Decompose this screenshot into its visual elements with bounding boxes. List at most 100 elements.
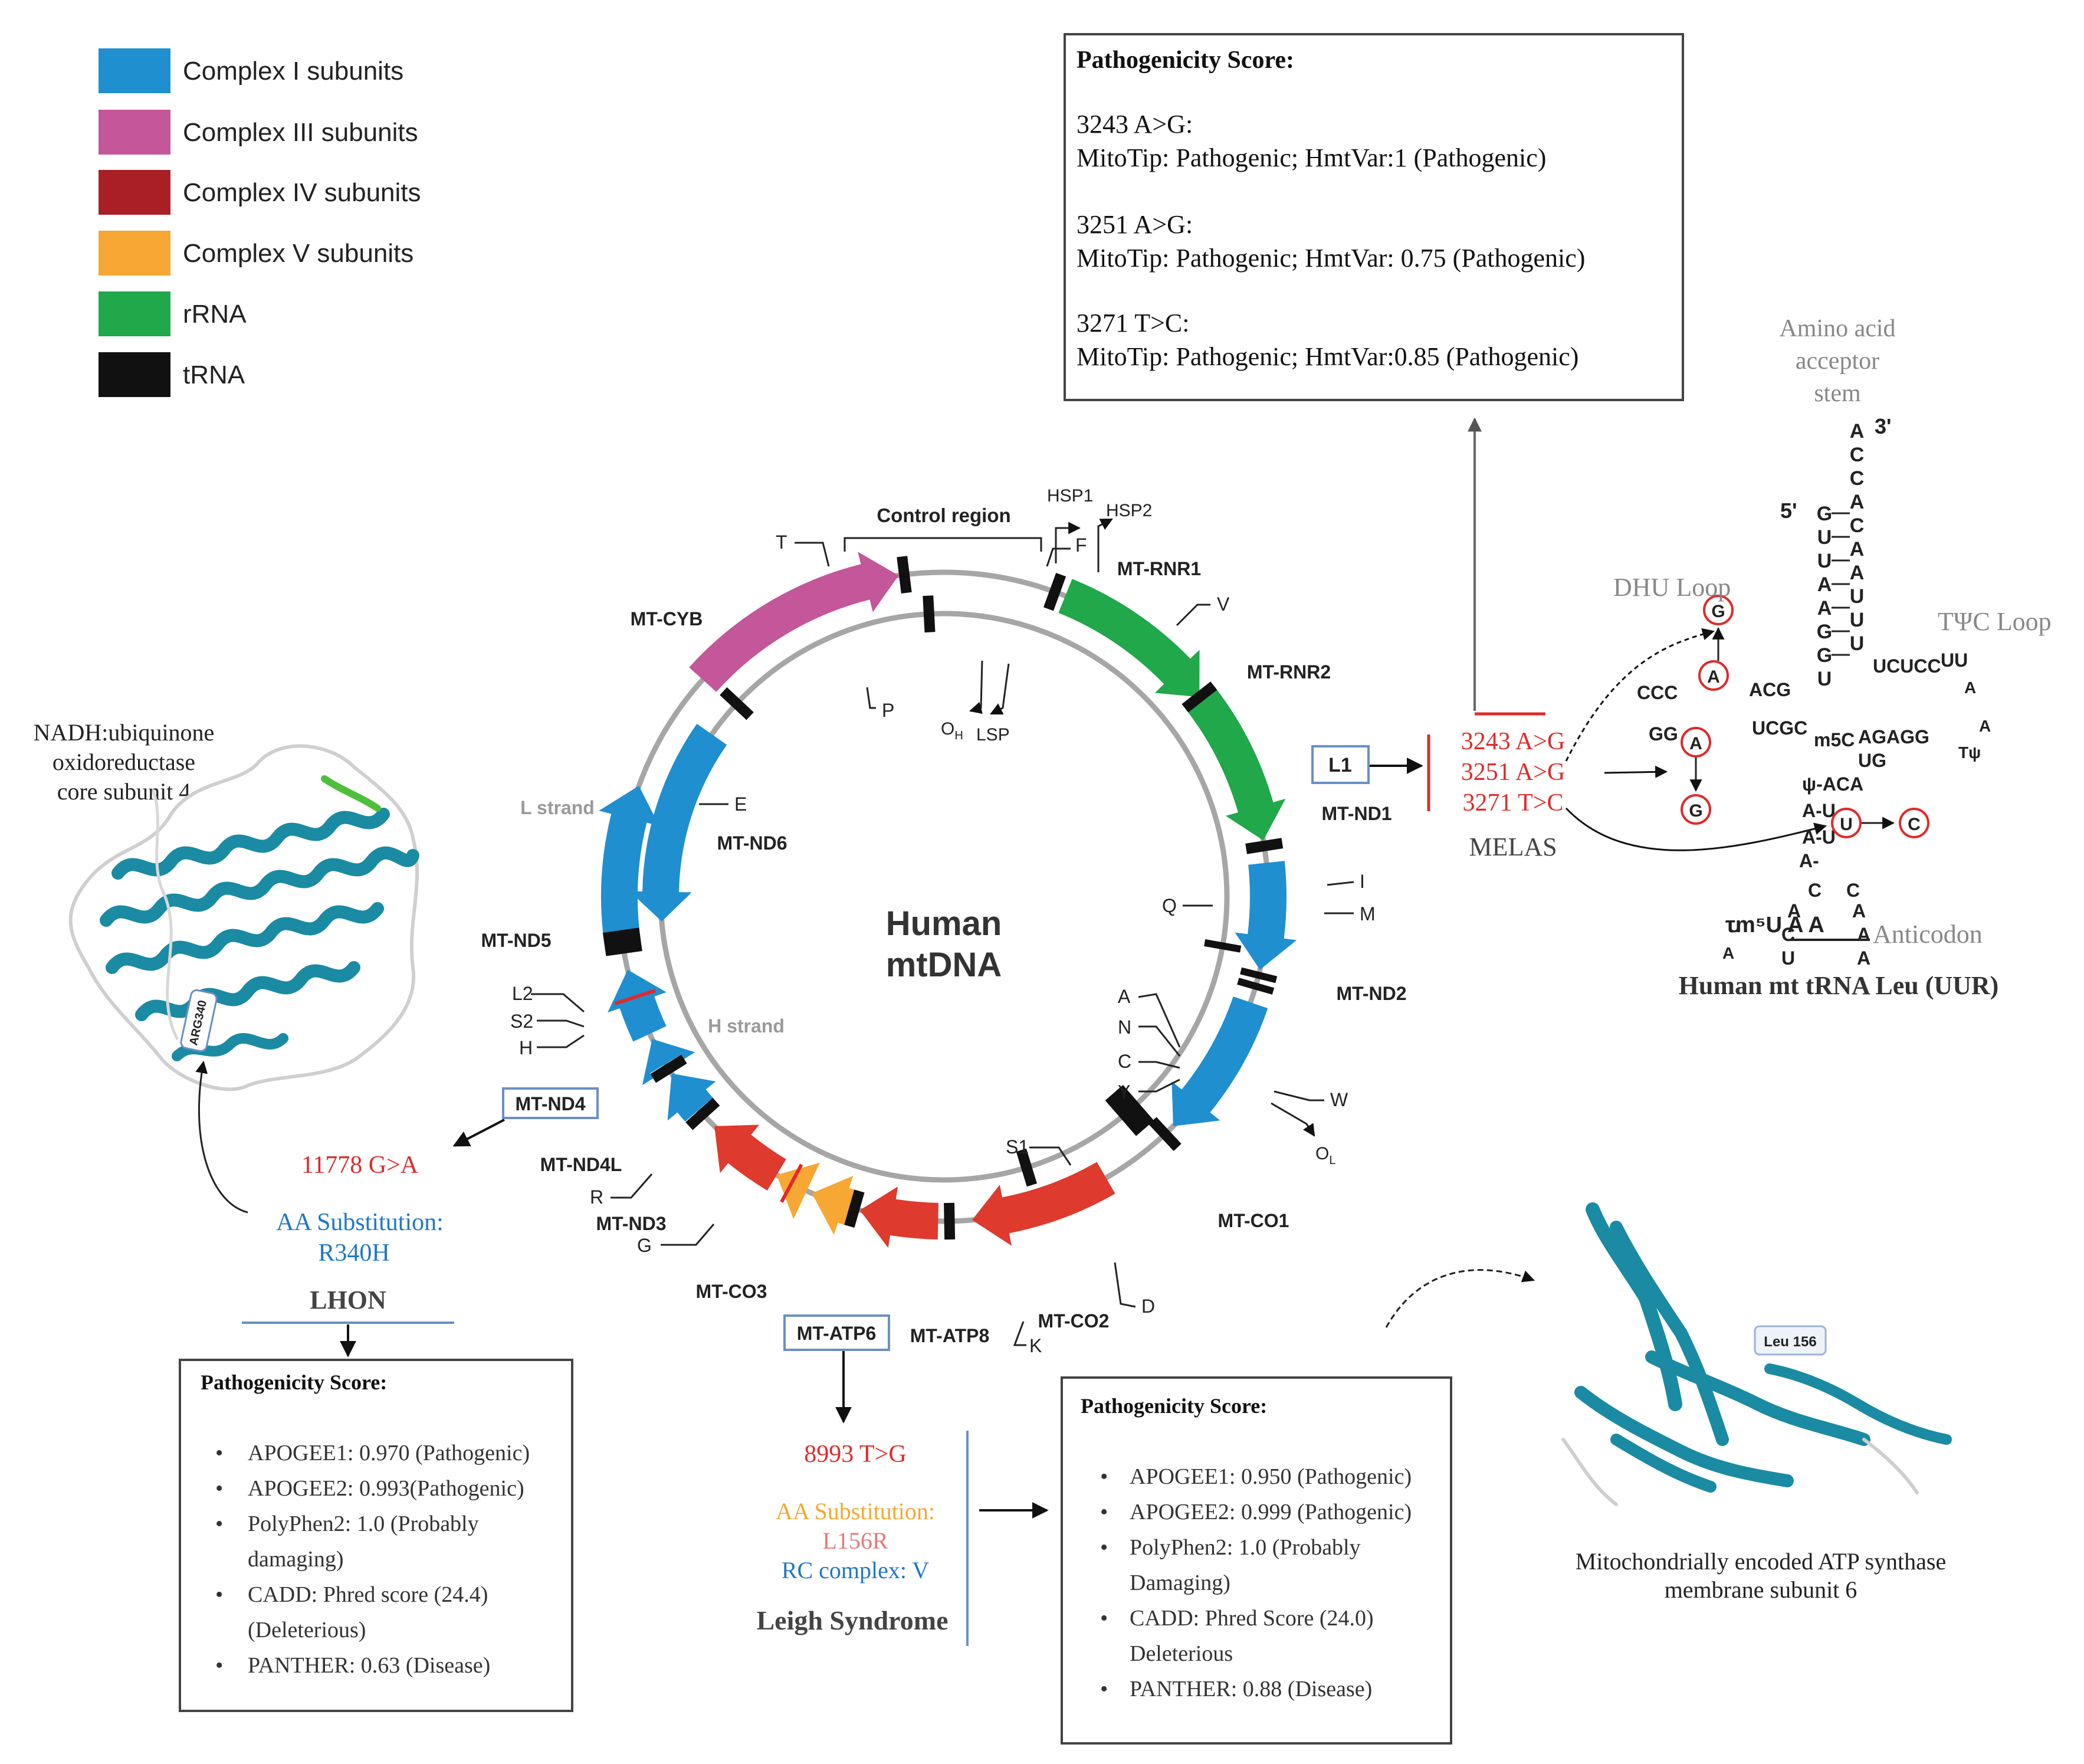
atp6-protein-name: Mitochondrially encoded ATP synthase [1576,1548,1946,1575]
l1-highlight-box [1311,745,1370,784]
legend-swatch [99,231,170,276]
gene-label-rnr2: MT-RNR2 [1247,661,1331,683]
svg-text:•: • [1100,1606,1108,1631]
mutation-to-u-arrow [1565,807,1827,851]
gene-label-co3: MT-CO3 [696,1281,767,1302]
five-prime-label: 5' [1780,499,1797,523]
leu156-tag [1754,1325,1827,1356]
trna-tick-d [944,1202,956,1240]
svg-text:U: U [1728,917,1740,936]
mutation-to-structure-arrow [195,1060,248,1214]
svg-text:UCGC: UCGC [1752,717,1807,739]
svg-text:•: • [1100,1677,1108,1701]
map-title: Human [886,904,1002,943]
trna-base: U [1817,550,1832,572]
gene-arc-co2 [859,1186,938,1248]
svg-text:A: A [1852,900,1866,922]
gene-label-atp6: MT-ATP6 [797,1323,877,1344]
trna-tick-r [650,1054,687,1083]
hsp1-label: HSP1 [1047,486,1093,506]
hsp2-arrow [1097,518,1113,572]
gene-label-co2: MT-CO2 [1038,1310,1110,1332]
trna-label-m: M [1360,903,1376,924]
trna-base: U [1850,609,1865,631]
trna-tick-s1 [1016,1148,1038,1187]
svg-text:•: • [215,1653,223,1678]
trna-tick-l1 [1245,838,1284,854]
trna-tick-m [1237,978,1275,995]
trna-label-v: V [1217,594,1230,615]
legend-swatch [99,170,170,215]
legend-label: rRNA [183,300,247,329]
lhon-score-line: APOGEE2: 0.993(Pathogenic) [248,1476,524,1501]
trna-tick-f [1043,572,1066,611]
oh-label: OH [941,719,963,742]
svg-text:•: • [1100,1535,1108,1560]
trna-base: U [1850,632,1865,655]
gene-label-atp8: MT-ATP8 [910,1325,990,1346]
legend-swatch [99,352,170,397]
trna-tick-h-s2-l2 [602,927,642,956]
svg-text:•: • [215,1441,223,1465]
mutant-base: G [1711,602,1725,621]
hsp1-arrow [1055,522,1081,563]
trna-base: G [1817,644,1832,667]
mtdna-map: Human mtDNA L strand H strand Control re… [481,486,1406,1356]
leigh-score-line: PolyPhen2: 1.0 (Probably [1130,1535,1361,1560]
trna-tick-t [897,556,912,594]
svg-text:A: A [1787,900,1801,922]
control-region-bracket [844,537,1042,552]
svg-text:UCUCC: UCUCC [1873,655,1941,677]
trna-label-l2: L2 [512,983,533,1004]
trna-tick-k [844,1189,865,1228]
leigh-score-line: CADD: Phred Score (24.0) [1130,1606,1374,1631]
svg-text:ψ-ACA: ψ-ACA [1802,773,1863,795]
atp6-highlight-box [783,1314,890,1351]
acceptor-stem-title: stem [1814,380,1861,407]
svg-text:C: C [1846,880,1860,901]
svg-text:•: • [215,1511,223,1536]
wildtype-base: A [1689,734,1702,753]
nd4-protein-name: core subunit 4 [57,778,191,805]
trna-tick-p [923,595,936,633]
wildtype-base-circle [1831,808,1862,838]
leigh-score-line: Deleterious [1130,1641,1233,1666]
svg-text:U: U [1781,947,1795,969]
atp6-to-structure-arrow [1385,1269,1535,1328]
lhon-score-line: (Deleterious) [248,1618,366,1642]
melas-score-title: Pathogenicity Score: [1077,47,1294,74]
svg-text:A-U: A-U [1802,800,1836,821]
melas-disease-label: MELAS [1469,832,1557,861]
trna-tick-w [1148,1117,1182,1152]
mutant-base: G [1689,801,1702,821]
gene-label-l1: L1 [1328,754,1352,776]
gene-arc-co1 [972,1162,1115,1246]
svg-text:A-: A- [1799,850,1819,871]
trna-base: A [1850,491,1865,513]
svg-text:UG: UG [1858,750,1886,771]
nd4-protein-name: NADH:ubiquinone [34,719,215,746]
trna-label-g: G [637,1235,652,1256]
legend-label: Complex IV subunits [183,178,421,207]
lhon-aa-value: R340H [318,1240,389,1267]
legend-label: tRNA [183,360,245,389]
trna-label-i: I [1360,871,1365,892]
anticodon-bases: τm⁵U A A [1725,913,1824,937]
gene-arc-nd3 [667,1073,716,1122]
legend-swatch [99,110,170,155]
atp6-protein-structure [1561,1202,1952,1506]
trna-base: C [1850,467,1865,490]
trna-label-n: N [1118,1017,1131,1038]
lhon-aa-title: AA Substitution: [276,1209,444,1236]
gene-arc-nd6 [629,723,727,922]
oh-arrow [969,660,983,714]
mutation-marker-atp6 [780,1163,803,1203]
trna-label-s1: S1 [1006,1136,1029,1158]
acceptor-stem-title: acceptor [1796,347,1879,375]
trna-base: U [1817,668,1832,690]
lsp-arrow [990,663,1010,715]
trna-tick-ancy [1105,1084,1154,1136]
lhon-score-line: PANTHER: 0.63 (Disease) [248,1653,490,1678]
gene-label-co1: MT-CO1 [1218,1210,1289,1231]
